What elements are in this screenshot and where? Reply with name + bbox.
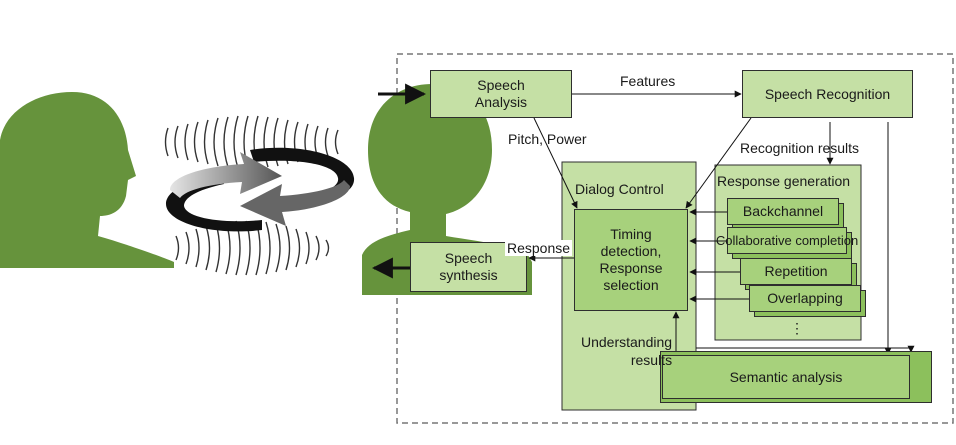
- understanding-results-label: Understanding results: [581, 334, 673, 368]
- response-label: Response: [505, 240, 573, 256]
- sound-waves-incoming: [164, 115, 339, 169]
- timing-box: Timing detection, Response selection: [574, 209, 688, 311]
- turn-taking-swirl: [166, 147, 355, 232]
- overlapping-label: Overlapping: [767, 290, 843, 306]
- speech-synthesis-label: Speech synthesis: [439, 250, 498, 283]
- repetition-box: Repetition: [740, 258, 852, 285]
- human-head-left: [0, 92, 174, 268]
- connectors: [528, 90, 915, 356]
- collab-box: Collaborative completion: [716, 227, 858, 254]
- speech-synthesis-box: Speech synthesis: [410, 242, 527, 292]
- overlapping-box: Overlapping: [749, 285, 861, 312]
- agent-head-right: [362, 84, 532, 295]
- backchannel-box: Backchannel: [727, 198, 839, 225]
- response-generation-label: Response generation: [717, 173, 851, 189]
- speech-recognition-label: Speech Recognition: [764, 85, 891, 102]
- timing-label: Timing detection, Response selection: [599, 226, 663, 293]
- semantic-analysis-box: Semantic analysis: [662, 355, 910, 399]
- ellipsis-label: ⋮: [790, 320, 804, 336]
- features-label: Features: [620, 73, 676, 89]
- repetition-label: Repetition: [764, 263, 828, 279]
- pitch-power-label: Pitch, Power: [508, 131, 587, 147]
- speech-analysis-label: Speech Analysis: [474, 77, 528, 110]
- backchannel-label: Backchannel: [742, 203, 824, 219]
- dialog-control-label: Dialog Control: [575, 181, 664, 197]
- speech-analysis-box: Speech Analysis: [430, 70, 572, 118]
- semantic-analysis-label: Semantic analysis: [729, 368, 843, 385]
- recognition-results-label: Recognition results: [740, 140, 860, 156]
- collab-label: Collaborative completion: [715, 233, 859, 248]
- speech-recognition-box: Speech Recognition: [742, 70, 913, 118]
